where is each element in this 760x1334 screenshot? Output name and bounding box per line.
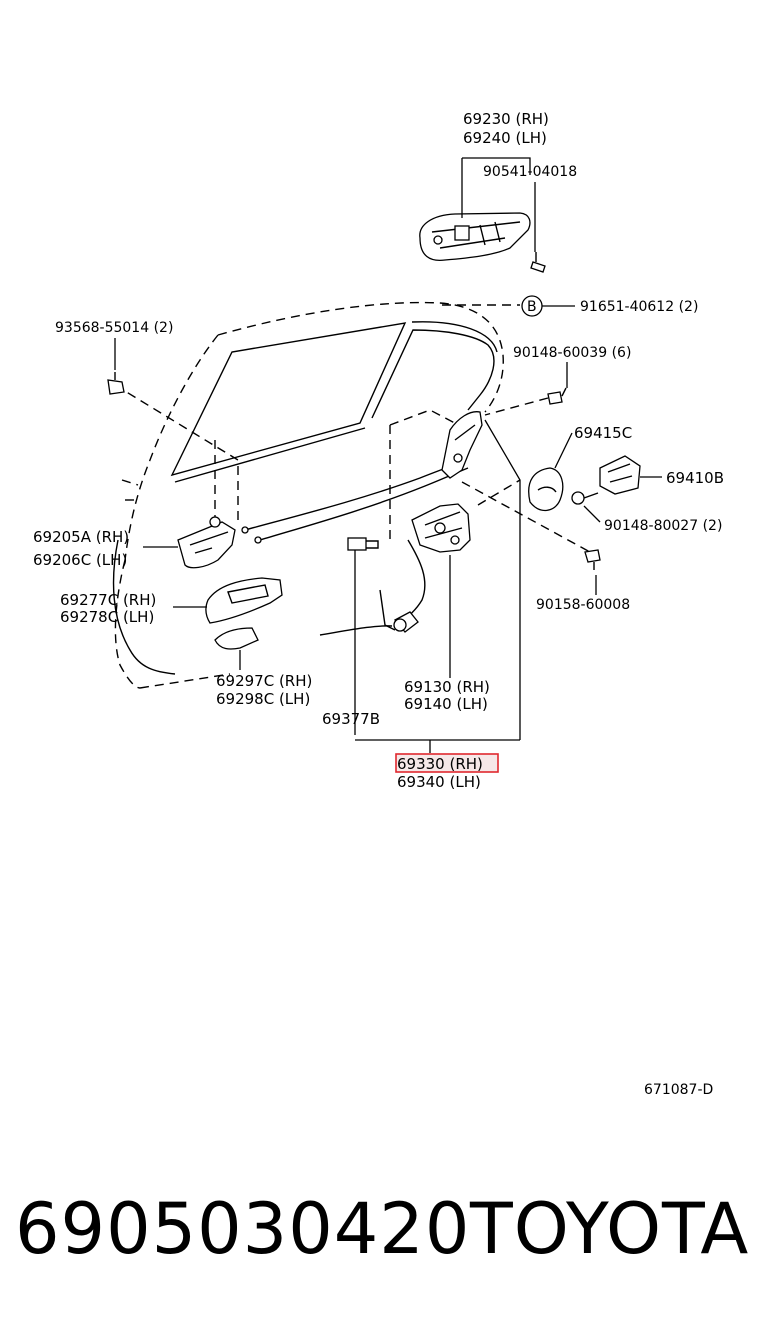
outside-door-handle [419, 212, 531, 262]
inside-handle-bezel [205, 577, 283, 624]
label-93568: 93568-55014 (2) [55, 320, 173, 336]
cable-clip [347, 537, 379, 551]
label-69230: 69230 (RH) [463, 110, 549, 128]
latch-link [441, 411, 483, 479]
part-number: 6905030420 [15, 1188, 471, 1270]
door-outline [112, 301, 504, 689]
door-lock-assembly [407, 503, 471, 616]
label-69205A: 69205A (RH) [33, 528, 129, 546]
screw-90541-icon [530, 252, 546, 273]
label-91651: 91651-40612 (2) [580, 299, 698, 315]
leader-lines [114, 157, 662, 753]
label-69415C: 69415C [574, 424, 632, 442]
brand-name: TOYOTA [470, 1188, 750, 1270]
label-69206C: 69206C (LH) [33, 551, 127, 569]
label-69130: 69130 (RH) [404, 678, 490, 696]
label-69340: 69340 (LH) [397, 773, 481, 791]
inside-door-handle [177, 516, 236, 569]
label-69410B: 69410B [666, 469, 724, 487]
screw-90148-80027-icon [571, 491, 599, 505]
door-cables [241, 459, 469, 636]
striker-cover [528, 467, 564, 512]
diagram-id: 671087-D [644, 1082, 713, 1098]
label-69277C: 69277C (RH) [60, 591, 156, 609]
window-frame [170, 321, 498, 483]
highlighted-part-69330: 69330 (RH) [395, 753, 499, 773]
label-69278C: 69278C (LH) [60, 608, 154, 626]
label-90148-80027: 90148-80027 (2) [604, 518, 722, 534]
label-90148-60039: 90148-60039 (6) [513, 345, 631, 361]
screw-93568-icon [107, 372, 125, 395]
label-69377B: 69377B [322, 710, 380, 728]
label-69297C: 69297C (RH) [216, 672, 312, 690]
screw-90158-icon [584, 549, 601, 570]
screw-90148-60039-icon [547, 387, 567, 405]
label-69240: 69240 (LH) [463, 129, 547, 147]
svg-text:B: B [527, 299, 537, 315]
label-69298C: 69298C (LH) [216, 690, 310, 708]
handle-cover [214, 627, 259, 650]
guide-lines [114, 304, 591, 553]
door-lock-rod [393, 611, 419, 633]
label-69330: 69330 (RH) [397, 755, 483, 773]
label-90541: 90541-04018 [483, 164, 577, 180]
label-90158: 90158-60008 [536, 597, 630, 613]
label-69140: 69140 (LH) [404, 695, 488, 713]
door-striker [599, 455, 641, 495]
bolt-b: B [521, 295, 543, 317]
